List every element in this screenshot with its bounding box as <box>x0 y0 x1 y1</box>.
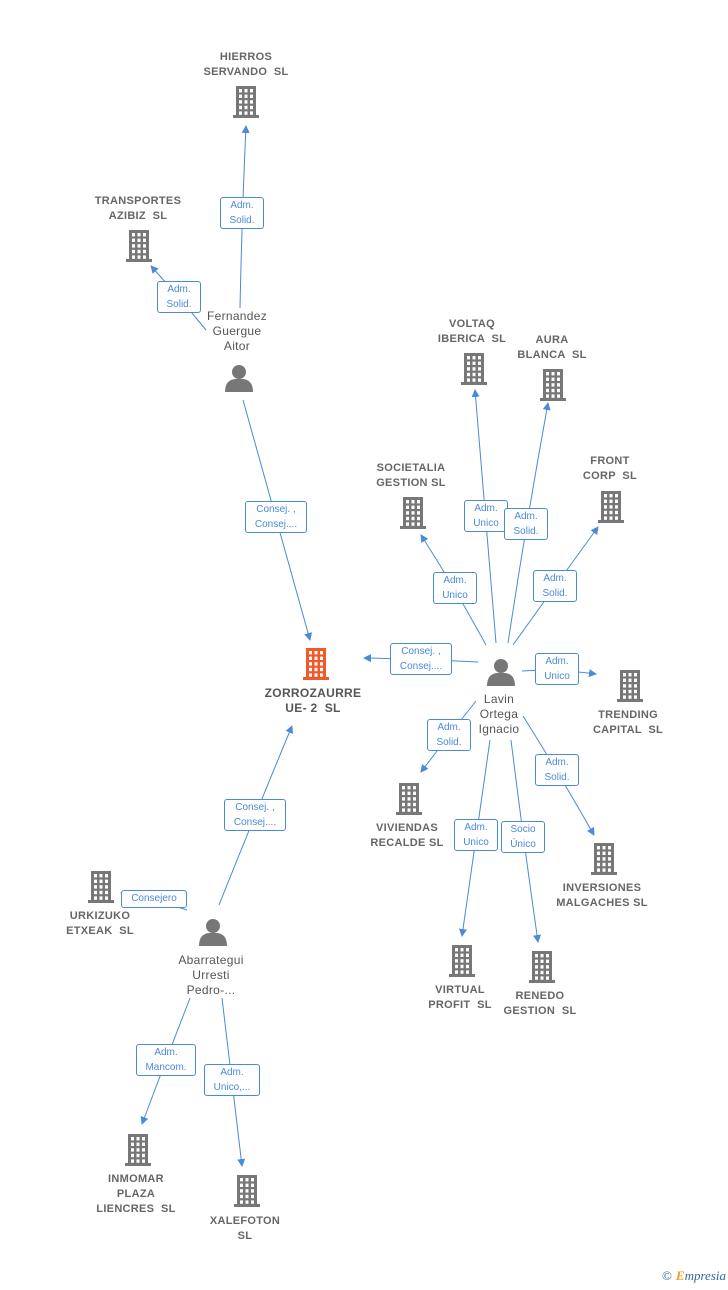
building-icon-inmomar[interactable] <box>125 1134 151 1166</box>
person-icon-fernandez[interactable] <box>225 365 253 392</box>
edge-label-abarrategui-zorrozaurre[interactable]: Consej. , Consej.... <box>224 799 286 831</box>
building-icon-renedo[interactable] <box>529 951 555 983</box>
edge-label-fernandez-hierros[interactable]: Adm. Solid. <box>220 197 264 229</box>
edge-label-abarrategui-inmomar[interactable]: Adm. Mancom. <box>136 1044 196 1076</box>
edge-label-fernandez-transportes[interactable]: Adm. Solid. <box>157 281 201 313</box>
node-label-virtual[interactable]: VIRTUAL PROFIT SL <box>428 984 492 1011</box>
node-label-inversiones[interactable]: INVERSIONES MALGACHES SL <box>556 882 648 909</box>
edge-label-lavin-viviendas[interactable]: Adm. Solid. <box>427 719 471 751</box>
building-icon-front[interactable] <box>598 491 624 523</box>
node-label-trending[interactable]: TRENDING CAPITAL SL <box>592 709 664 736</box>
brand-initial: E <box>675 1268 685 1283</box>
node-label-urkizuko[interactable]: URKIZUKO ETXEAK SL <box>66 910 134 937</box>
edge-label-lavin-aura[interactable]: Adm. Solid. <box>504 508 548 540</box>
building-icon-virtual[interactable] <box>449 945 475 977</box>
building-icon-urkizuko[interactable] <box>88 871 114 903</box>
edge-label-lavin-front[interactable]: Adm. Solid. <box>533 570 577 602</box>
edge-label-fernandez-zorrozaurre[interactable]: Consej. , Consej.... <box>245 501 307 533</box>
building-icon-zorrozaurre[interactable] <box>303 648 329 680</box>
node-label-xalefoton[interactable]: XALEFOTON SL <box>209 1215 281 1242</box>
edge-label-abarrategui-urkizuko[interactable]: Consejero <box>121 890 187 908</box>
node-label-hierros[interactable]: HIERROS SERVANDO SL <box>203 51 289 78</box>
edge-label-abarrategui-xalefoton[interactable]: Adm. Unico,... <box>204 1064 260 1096</box>
building-icon-hierros[interactable] <box>233 86 259 118</box>
edge-label-lavin-inversiones[interactable]: Adm. Solid. <box>535 754 579 786</box>
building-icon-inversiones[interactable] <box>591 843 617 875</box>
node-label-societalia[interactable]: SOCIETALIA GESTION SL <box>376 462 446 489</box>
building-icon-transportes[interactable] <box>126 230 152 262</box>
building-icon-aura[interactable] <box>540 369 566 401</box>
node-label-inmomar[interactable]: INMOMAR PLAZA LIENCRES SL <box>96 1173 176 1215</box>
footer-brand[interactable]: ©Empresia <box>662 1268 726 1284</box>
building-icon-trending[interactable] <box>617 670 643 702</box>
person-icon-abarrategui[interactable] <box>199 919 227 946</box>
node-label-lavin[interactable]: Lavin Ortega Ignacio <box>478 692 520 736</box>
building-icon-societalia[interactable] <box>400 497 426 529</box>
building-icon-viviendas[interactable] <box>396 783 422 815</box>
edge-label-lavin-zorrozaurre[interactable]: Consej. , Consej.... <box>390 643 452 675</box>
copyright-symbol: © <box>662 1268 672 1283</box>
edge-label-lavin-renedo[interactable]: Socio Único <box>501 821 545 853</box>
node-label-front[interactable]: FRONT CORP SL <box>582 455 638 482</box>
node-label-abarrategui[interactable]: Abarrategui Urresti Pedro-... <box>178 953 244 997</box>
brand-name: mpresia <box>684 1268 726 1283</box>
node-label-viviendas[interactable]: VIVIENDAS RECALDE SL <box>370 822 444 849</box>
edge-label-lavin-trending[interactable]: Adm. Unico <box>535 653 579 685</box>
edge-label-lavin-societalia[interactable]: Adm. Unico <box>433 572 477 604</box>
node-label-fernandez[interactable]: Fernandez Guergue Aitor <box>206 309 268 353</box>
person-icon-lavin[interactable] <box>487 659 515 686</box>
node-label-renedo[interactable]: RENEDO GESTION SL <box>503 990 577 1017</box>
node-label-voltaq[interactable]: VOLTAQ IBERICA SL <box>437 318 507 345</box>
node-label-zorrozaurre[interactable]: ZORROZAURRE UE- 2 SL <box>264 686 362 715</box>
node-label-transportes[interactable]: TRANSPORTES AZIBIZ SL <box>94 195 182 222</box>
building-icon-voltaq[interactable] <box>461 353 487 385</box>
building-icon-xalefoton[interactable] <box>234 1175 260 1207</box>
edge-label-lavin-virtual[interactable]: Adm. Unico <box>454 819 498 851</box>
node-label-aura[interactable]: AURA BLANCA SL <box>517 334 587 361</box>
edge-label-lavin-voltaq[interactable]: Adm. Unico <box>464 500 508 532</box>
